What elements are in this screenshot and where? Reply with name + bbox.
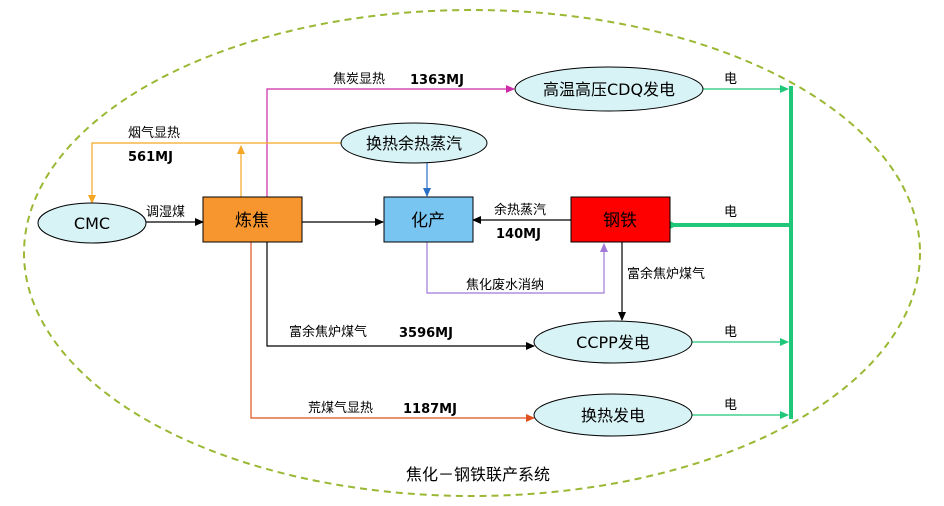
steel-node bbox=[570, 196, 671, 243]
coking-label: 炼焦 bbox=[235, 211, 269, 231]
elec-ccpp-label: 电 bbox=[724, 325, 737, 340]
cmc-node bbox=[37, 202, 147, 244]
cdq-label: 高温高压CDQ发电 bbox=[543, 80, 675, 99]
surplus-gas-value: 3596MJ bbox=[399, 326, 453, 341]
chem-label: 化产 bbox=[411, 211, 445, 231]
surplus-gas-line bbox=[266, 242, 535, 350]
raw-gas-heat-value: 1187MJ bbox=[403, 402, 457, 417]
moist-coal-label: 调湿煤 bbox=[146, 205, 185, 220]
elec-steel-label: 电 bbox=[724, 205, 737, 220]
ccpp-node bbox=[533, 320, 693, 364]
surplus-gas-label: 富余焦炉煤气 bbox=[289, 324, 367, 340]
coke-heat-value: 1363MJ bbox=[410, 73, 464, 88]
system-boundary bbox=[23, 9, 921, 497]
cmc-label: CMC bbox=[74, 214, 110, 233]
heat-power-node bbox=[533, 393, 693, 437]
system-title: 焦化－钢铁联产系统 bbox=[406, 465, 550, 484]
wastewater-label: 焦化废水消纳 bbox=[466, 277, 544, 293]
coke-heat-line bbox=[266, 85, 515, 197]
raw-gas-heat-label: 荒煤气显热 bbox=[308, 400, 373, 416]
chem-node bbox=[383, 196, 474, 243]
ccpp-label: CCPP发电 bbox=[576, 333, 650, 352]
heat-power-label: 换热发电 bbox=[581, 406, 645, 425]
cdq-node bbox=[514, 66, 704, 112]
elec-cdq-label: 电 bbox=[724, 72, 737, 87]
raw-gas-heat-line bbox=[250, 242, 535, 422]
waste-steam-label: 余热蒸汽 bbox=[494, 202, 546, 218]
heat-steam-node bbox=[340, 122, 488, 164]
elec-heat-label: 电 bbox=[724, 398, 737, 413]
coking-node bbox=[202, 196, 303, 243]
flue-gas-line bbox=[88, 142, 341, 204]
surplus-gas-right-label: 富余焦炉煤气 bbox=[627, 266, 705, 282]
heat-steam-label: 换热余热蒸汽 bbox=[366, 134, 462, 153]
wastewater-line bbox=[426, 242, 608, 294]
flue-heat-value: 561MJ bbox=[128, 150, 173, 165]
coke-heat-label: 焦炭显热 bbox=[333, 72, 385, 87]
steel-label: 钢铁 bbox=[603, 211, 637, 231]
waste-steam-value: 140MJ bbox=[496, 227, 541, 242]
flue-heat-label: 烟气显热 bbox=[128, 125, 180, 141]
